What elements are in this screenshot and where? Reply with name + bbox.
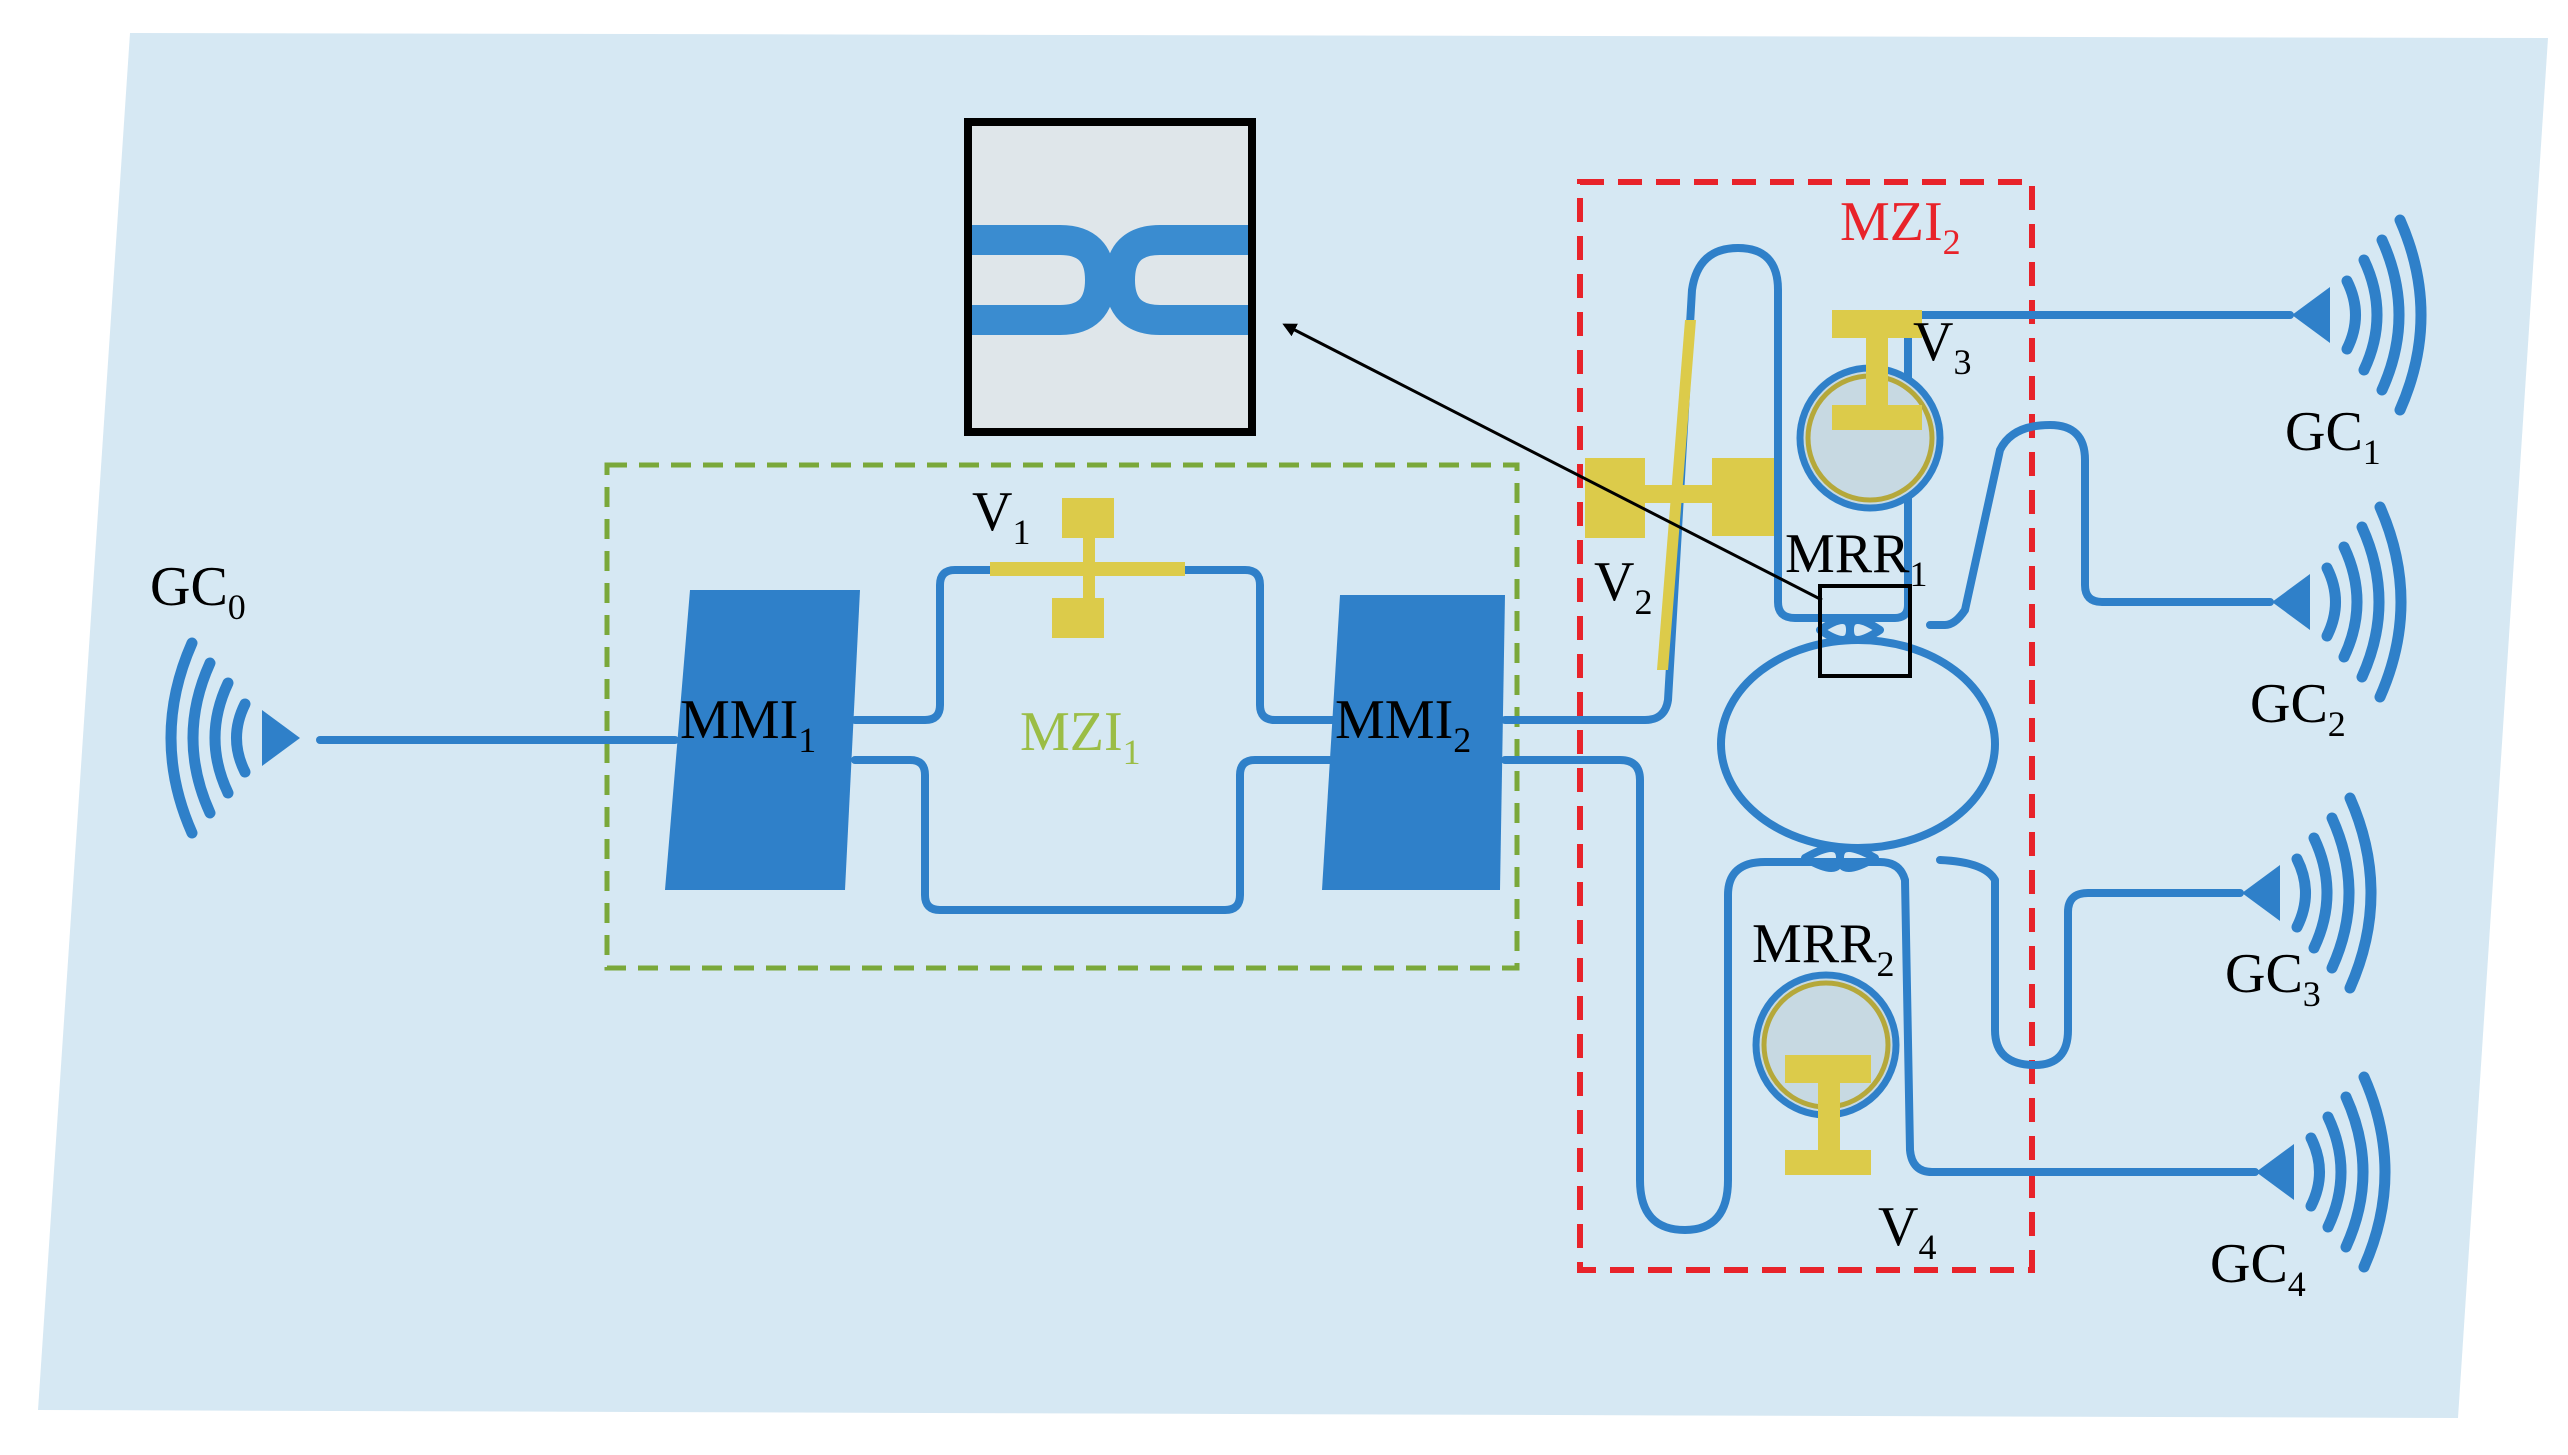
chip-substrate: [38, 33, 2548, 1418]
v3-pad: [1832, 310, 1922, 338]
gc2-grating: [2272, 501, 2407, 703]
inset-magnified-coupler: [964, 118, 1256, 436]
mmi1-block: [665, 590, 860, 890]
v1-electrode-bar: [990, 562, 1185, 576]
gc4-grating: [2256, 1071, 2391, 1273]
v4-pad: [1785, 1055, 1871, 1083]
gc4-label: GC4: [2210, 1233, 2306, 1304]
mrr2-label: MRR2: [1752, 913, 1895, 984]
gc1-label: GC1: [2285, 401, 2381, 472]
v4-label: V4: [1878, 1196, 1936, 1267]
gc2-label: GC2: [2250, 673, 2346, 744]
zoom-arrow: [1282, 323, 1823, 602]
gc3-grating: [2242, 792, 2377, 994]
electrodes: [990, 310, 1922, 1175]
gc0-label: GC0: [150, 556, 246, 627]
mrr1-label: MRR1: [1785, 523, 1928, 594]
mzi2-label: MZI2: [1840, 191, 1961, 262]
labels: GC0 GC1 GC2 GC3 GC4 MMI1 MMI2 MZI1 MZI2 …: [150, 191, 2381, 1304]
v4-stem: [1818, 1083, 1840, 1163]
mzi2-dashed-box: [1577, 179, 2035, 1273]
v3-base: [1832, 405, 1922, 430]
mmi2-label: MMI2: [1335, 689, 1471, 760]
mzi1-label: MZI1: [1020, 701, 1141, 772]
mzi1-lower-arm: [851, 756, 1334, 914]
gc0-grating: [165, 637, 300, 839]
zoom-region-box: [1818, 584, 1912, 678]
v2-strip: [1657, 320, 1696, 670]
gc1-grating: [2292, 214, 2427, 416]
v2-left-pad: [1585, 458, 1645, 538]
bottom-coupler: [1801, 844, 1879, 872]
mrr2-bus: [1801, 858, 2259, 1176]
v4-base: [1785, 1150, 1871, 1175]
gc2-waveguide: [1926, 421, 2274, 629]
gc3-label: GC3: [2225, 943, 2321, 1014]
mmi2-block: [1322, 595, 1505, 890]
gc3-waveguide: [1936, 856, 2244, 1069]
mzi2-upper-input: [1501, 244, 1842, 724]
v1-electrode-bottom-pad: [1052, 598, 1104, 638]
top-coupler: [1816, 616, 1884, 644]
mzi2-lower-input: [1501, 756, 1809, 1234]
v3-label: V3: [1913, 311, 1971, 382]
v3-stem: [1866, 338, 1888, 418]
v1-label: V1: [972, 481, 1030, 552]
v1-electrode-top-pad: [1062, 498, 1114, 538]
v2-right-pad: [1712, 458, 1774, 536]
grating-couplers: [165, 214, 2427, 1273]
v2-label: V2: [1594, 551, 1652, 622]
mmi1-label: MMI1: [680, 689, 816, 760]
